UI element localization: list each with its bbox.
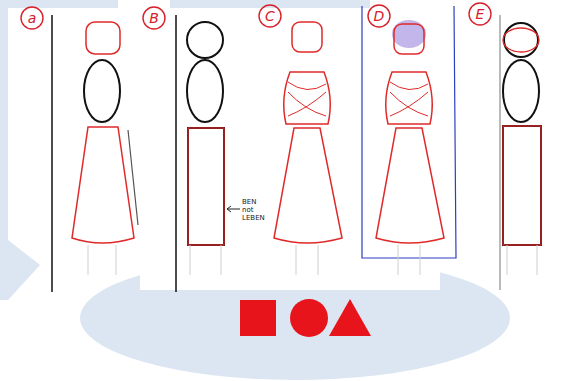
letter-circle-outline	[259, 5, 281, 27]
variant-letter: D	[374, 9, 385, 23]
torso-shape	[284, 72, 331, 124]
frame-band	[0, 0, 8, 300]
body-rectangle	[503, 126, 541, 245]
baseline-stroke	[500, 15, 501, 290]
skirt-triangle	[376, 128, 444, 243]
leg-lines	[398, 245, 420, 275]
leader-arrow	[227, 206, 240, 212]
skirt-trapezoid	[72, 127, 134, 243]
head-ellipse	[503, 28, 539, 52]
letter-circle-outline	[469, 3, 491, 25]
torso-oval	[187, 60, 223, 122]
leg-lines	[190, 245, 221, 275]
circled-letter: a	[20, 6, 44, 30]
torso-curves	[288, 82, 326, 116]
circled-letter: E	[468, 2, 492, 26]
leg-lines	[88, 245, 116, 275]
letter-circle-outline	[21, 7, 43, 29]
annotation-note: BEN not LEBEN	[242, 198, 270, 222]
sketch-stroke	[128, 130, 138, 225]
letter-circle-outline	[143, 7, 165, 29]
leg-lines	[507, 245, 537, 275]
triangle-symbol	[329, 299, 371, 336]
body-rectangle-red	[503, 126, 541, 245]
frame-band	[170, 0, 370, 8]
circle-symbol	[290, 299, 328, 337]
frame-band	[0, 0, 118, 8]
frame-corner	[8, 240, 40, 300]
baseline-stroke	[51, 15, 53, 292]
head-shape	[394, 24, 424, 54]
torso-curves	[390, 82, 428, 116]
square-symbol	[240, 300, 276, 336]
head-circle	[187, 22, 223, 58]
baseline-stroke	[175, 15, 177, 292]
head-circle	[504, 23, 538, 57]
variant-letter: a	[28, 11, 37, 25]
variant-letter: B	[149, 11, 159, 25]
head-shape	[292, 22, 322, 52]
torso-oval	[503, 60, 539, 122]
head-shape	[86, 22, 120, 54]
letter-circle-outline	[368, 5, 390, 27]
variant-letter: C	[265, 9, 275, 23]
selection-frame	[362, 6, 456, 258]
body-rectangle-red	[188, 128, 224, 245]
skirt-triangle	[274, 128, 342, 243]
frame-cover	[140, 250, 440, 290]
torso-shape	[386, 72, 433, 124]
circled-letter: D	[367, 4, 391, 28]
circled-letter: C	[258, 4, 282, 28]
circled-letter: B	[142, 6, 166, 30]
variant-letter: E	[476, 7, 485, 21]
leg-lines	[296, 245, 318, 275]
body-rectangle	[188, 128, 224, 245]
torso-oval	[84, 60, 120, 122]
